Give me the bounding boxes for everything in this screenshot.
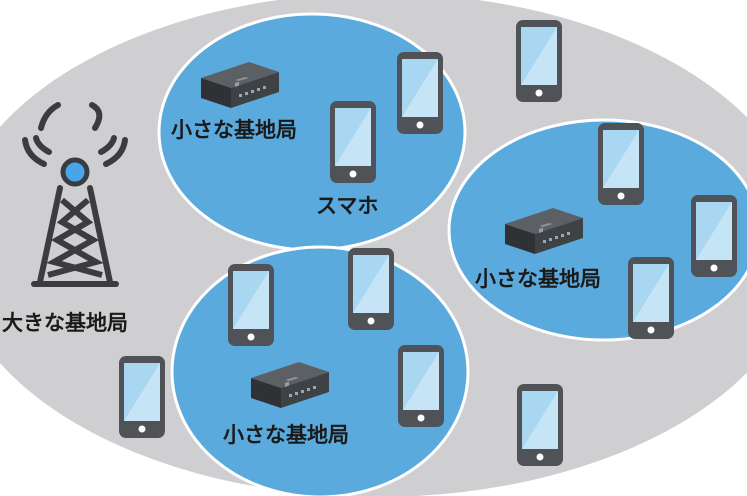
smartphone-icon <box>330 101 376 183</box>
smartphone-icon <box>397 52 443 134</box>
smartphone-icon <box>228 264 274 346</box>
smartphone-icon <box>398 345 444 427</box>
smartphone-icon <box>348 248 394 330</box>
smartphone-label: スマホ <box>316 194 379 218</box>
radio-tower-icon <box>22 102 128 287</box>
small-station-label-right: 小さな基地局 <box>475 267 601 291</box>
small-station-label-bottom: 小さな基地局 <box>223 423 349 447</box>
smartphone-icon <box>691 195 737 277</box>
smartphone-icon <box>517 384 563 466</box>
smartphone-icon <box>516 20 562 102</box>
smartphone-icon <box>119 356 165 438</box>
macro-station-label: 大きな基地局 <box>2 311 128 335</box>
smartphone-icon <box>628 257 674 339</box>
small-station-label-top: 小さな基地局 <box>171 118 297 142</box>
smartphone-icon <box>598 123 644 205</box>
